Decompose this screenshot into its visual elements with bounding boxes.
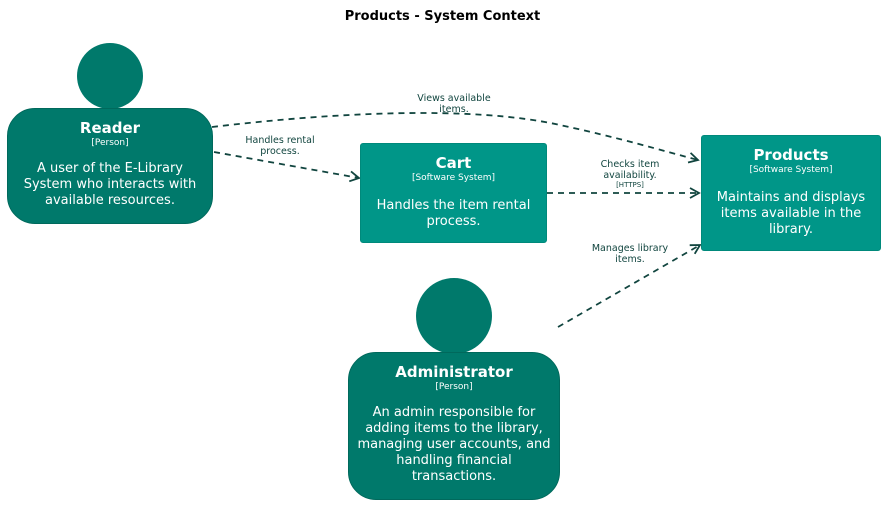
edge-reader-cart — [213, 151, 361, 183]
element-name: Administrator — [395, 363, 513, 381]
element-name: Products — [753, 146, 829, 164]
diagram-title: Products - System Context — [344, 9, 541, 24]
element-description: A user of the E-Library System who inter… — [23, 161, 197, 208]
edge-reader-products — [211, 112, 700, 164]
products-system[interactable]: Products [Software System] Maintains and… — [701, 135, 881, 251]
reader-head — [77, 43, 143, 109]
administrator-person[interactable]: Administrator [Person] An admin responsi… — [348, 352, 560, 500]
edge-label-administrator-products: Manages library items. — [580, 243, 680, 265]
edge-label-reader-cart: Handles rental process. — [235, 135, 325, 157]
edge-label-reader-products: Views available items. — [404, 93, 504, 115]
relationship-label: Handles rental process. — [245, 135, 315, 157]
reader-person[interactable]: Reader [Person] A user of the E-Library … — [7, 108, 213, 224]
edge-label-cart-products: Checks item availability. [HTTPS] — [590, 159, 670, 190]
element-name: Cart — [435, 154, 472, 172]
element-description: Handles the item rental process. — [376, 198, 531, 229]
element-type: [Person] — [435, 382, 473, 392]
relationship-label: Checks item availability. — [600, 159, 660, 181]
edge-administrator-products — [557, 244, 702, 328]
element-description: An admin responsible for adding items to… — [357, 405, 551, 484]
relationship-label: Manages library items. — [591, 243, 669, 265]
element-description: Maintains and displays items available i… — [716, 190, 866, 237]
element-name: Reader — [79, 119, 141, 137]
administrator-head — [416, 278, 492, 354]
cart-system[interactable]: Cart [Software System] Handles the item … — [360, 143, 547, 243]
element-type: [Software System] — [411, 173, 496, 183]
relationship-label: Views available items. — [417, 93, 491, 115]
element-type: [Software System] — [749, 165, 833, 175]
relationship-technology: [HTTPS] — [616, 181, 644, 189]
element-type: [Person] — [91, 138, 129, 148]
